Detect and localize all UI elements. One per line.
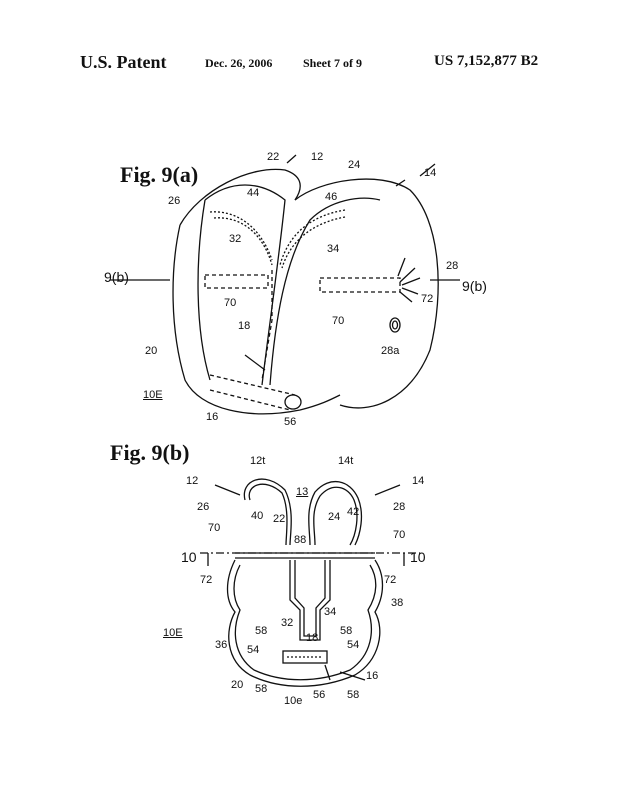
patent-date: Dec. 26, 2006 — [205, 56, 273, 70]
section-label: 10 — [181, 549, 197, 565]
ref-label: 72 — [384, 574, 397, 586]
ref-label: 24 — [348, 159, 361, 171]
figure-9a-title: Fig. 9(a) — [120, 162, 199, 187]
ref-label: 32 — [229, 233, 242, 245]
ref-label: 88 — [294, 534, 307, 546]
ref-label: 12 — [186, 475, 199, 487]
sheet-number: Sheet 7 of 9 — [303, 56, 362, 70]
section-label: 9(b) — [462, 278, 487, 294]
ref-label: 40 — [251, 510, 264, 522]
section-label: 10 — [410, 549, 426, 565]
ref-label: 18 — [238, 320, 251, 332]
ref-label: 10E — [163, 627, 183, 639]
ref-label: 70 — [208, 522, 221, 534]
ref-label: 38 — [391, 597, 404, 609]
ref-label: 24 — [328, 511, 341, 523]
ref-label: 56 — [313, 689, 326, 701]
ref-label: 46 — [325, 191, 338, 203]
ref-label: 58 — [340, 625, 353, 637]
ref-label: 54 — [247, 644, 260, 656]
ref-label: 44 — [247, 187, 260, 199]
ref-label: 34 — [324, 606, 337, 618]
ref-label: 72 — [421, 293, 434, 305]
ref-label: 14 — [424, 167, 437, 179]
ref-label: 22 — [267, 151, 280, 163]
ref-label: 26 — [197, 501, 210, 513]
ref-label: 70 — [393, 529, 406, 541]
ref-label: 72 — [200, 574, 213, 586]
figure-9b-title: Fig. 9(b) — [110, 440, 190, 465]
patent-number: US 7,152,877 B2 — [434, 53, 539, 69]
ref-label: 22 — [273, 513, 286, 525]
ref-label: 56 — [284, 416, 297, 428]
ref-label: 10E — [143, 389, 163, 401]
ref-label: 26 — [168, 195, 181, 207]
ref-label: 20 — [231, 679, 244, 691]
ref-label: 34 — [327, 243, 340, 255]
ref-label: 70 — [332, 315, 345, 327]
section-label: 9(b) — [104, 269, 129, 285]
ref-label: 18 — [306, 632, 319, 644]
ref-label: 16 — [366, 670, 379, 682]
ref-label: 70 — [224, 297, 237, 309]
ref-label: 28 — [446, 260, 459, 272]
ref-label: 32 — [281, 617, 294, 629]
ref-label: 12t — [250, 455, 266, 467]
patent-office-label: U.S. Patent — [80, 52, 167, 72]
ref-label: 28a — [381, 345, 400, 357]
ref-label: 58 — [347, 689, 360, 701]
ref-label: 10e — [284, 695, 303, 707]
ref-label: 13 — [296, 486, 309, 498]
ref-label: 20 — [145, 345, 158, 357]
ref-label: 16 — [206, 411, 219, 423]
ref-label: 36 — [215, 639, 228, 651]
ref-label: 58 — [255, 625, 268, 637]
ref-label: 14t — [338, 455, 354, 467]
ref-label: 54 — [347, 639, 360, 651]
ref-label: 42 — [347, 506, 360, 518]
ref-label: 12 — [311, 151, 324, 163]
ref-label: 58 — [255, 683, 268, 695]
ref-label: 14 — [412, 475, 425, 487]
ref-label: 28 — [393, 501, 406, 513]
